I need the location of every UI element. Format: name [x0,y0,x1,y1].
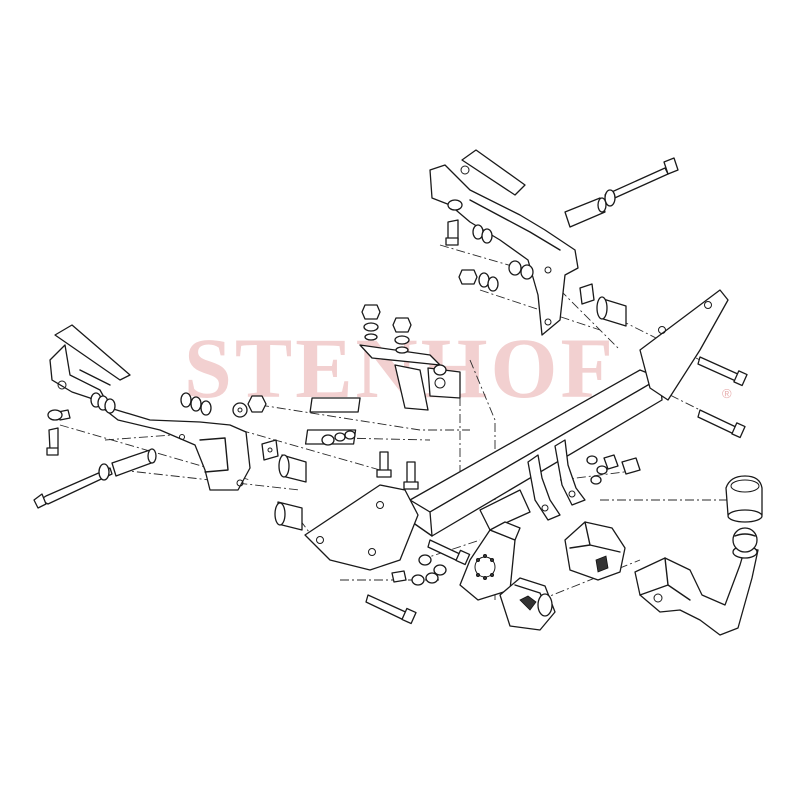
receiver-block [564,521,626,581]
centre-mounting-bracket [304,304,461,490]
lower-left-bolts [365,539,471,625]
tow-ball-cap [725,475,763,523]
tow-ball [732,527,758,559]
left-bracket-hardware [33,392,267,509]
left-spacers [261,439,307,531]
left-side-bracket [49,324,251,491]
electrical-socket [499,577,556,631]
registered-mark: ® [722,386,732,401]
socket-bracket [459,521,521,601]
main-cross-beam [304,289,729,571]
beam-end-bolts [586,356,748,485]
tow-ball-neck [634,547,759,636]
right-side-bracket [429,149,679,336]
